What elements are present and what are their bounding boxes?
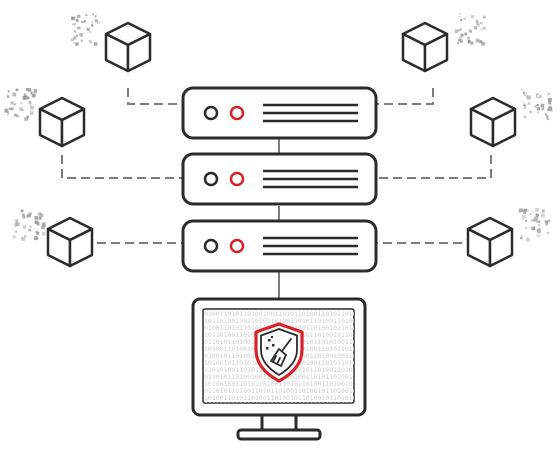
- cube-face: [488, 227, 514, 268]
- binary-row: 1010011010110100110100101101001011010100: [204, 394, 361, 402]
- pixel-trail: [518, 208, 551, 242]
- indicator-light: [203, 238, 219, 254]
- cube-low-left: [12, 209, 94, 268]
- connector-lines: [61, 88, 492, 244]
- monitor-base: [236, 428, 322, 441]
- pixel-trail: [454, 13, 486, 46]
- server-unit: [181, 86, 378, 140]
- server-stack: [181, 86, 378, 273]
- server-unit: [181, 219, 378, 273]
- pixel-trail: [4, 88, 38, 121]
- cube-face: [60, 107, 86, 148]
- indicator-light: [203, 171, 219, 187]
- binary-row: 0101101001101001011010010110101001101011: [204, 401, 361, 409]
- cubes-group: [4, 13, 553, 268]
- cube-face: [423, 32, 449, 73]
- cube-mid-left: [4, 88, 86, 148]
- cube-top-right: [401, 13, 486, 73]
- pixel-trail: [71, 13, 101, 46]
- pixel-trail: [12, 209, 46, 241]
- connector-top-left: [127, 88, 183, 105]
- monitor: 0100110101101001001101011010011010110100…: [191, 297, 367, 441]
- cube-top-left: [71, 13, 152, 73]
- server-unit: [181, 152, 378, 206]
- connector-top-right: [376, 88, 434, 105]
- indicator-light: [203, 105, 219, 121]
- cube-face: [126, 32, 152, 73]
- connector-mid-right: [376, 155, 492, 179]
- cube-low-right: [466, 208, 551, 268]
- indicator-light-red: [229, 105, 245, 121]
- indicator-light-red: [229, 171, 245, 187]
- binary-row: 0110101101001101011010011010010110100101: [204, 387, 361, 395]
- binary-row: 1010010011010110100110101101001101001011: [204, 380, 361, 388]
- pixel-trail: [521, 88, 553, 121]
- binary-row: 0100110101101001001101011010011010110100: [204, 310, 361, 318]
- binary-row: 1011010010011010110100110101101001101001: [204, 317, 361, 325]
- cube-face: [491, 107, 517, 148]
- monitor-neck: [260, 415, 298, 430]
- cube-face: [68, 227, 94, 268]
- connector-mid-left: [61, 155, 183, 179]
- sparkle-dots: [266, 336, 275, 350]
- cube-mid-right: [469, 88, 553, 148]
- shield-broom-icon: [254, 322, 304, 383]
- indicator-light-red: [229, 238, 245, 254]
- broom-icon: [270, 338, 292, 367]
